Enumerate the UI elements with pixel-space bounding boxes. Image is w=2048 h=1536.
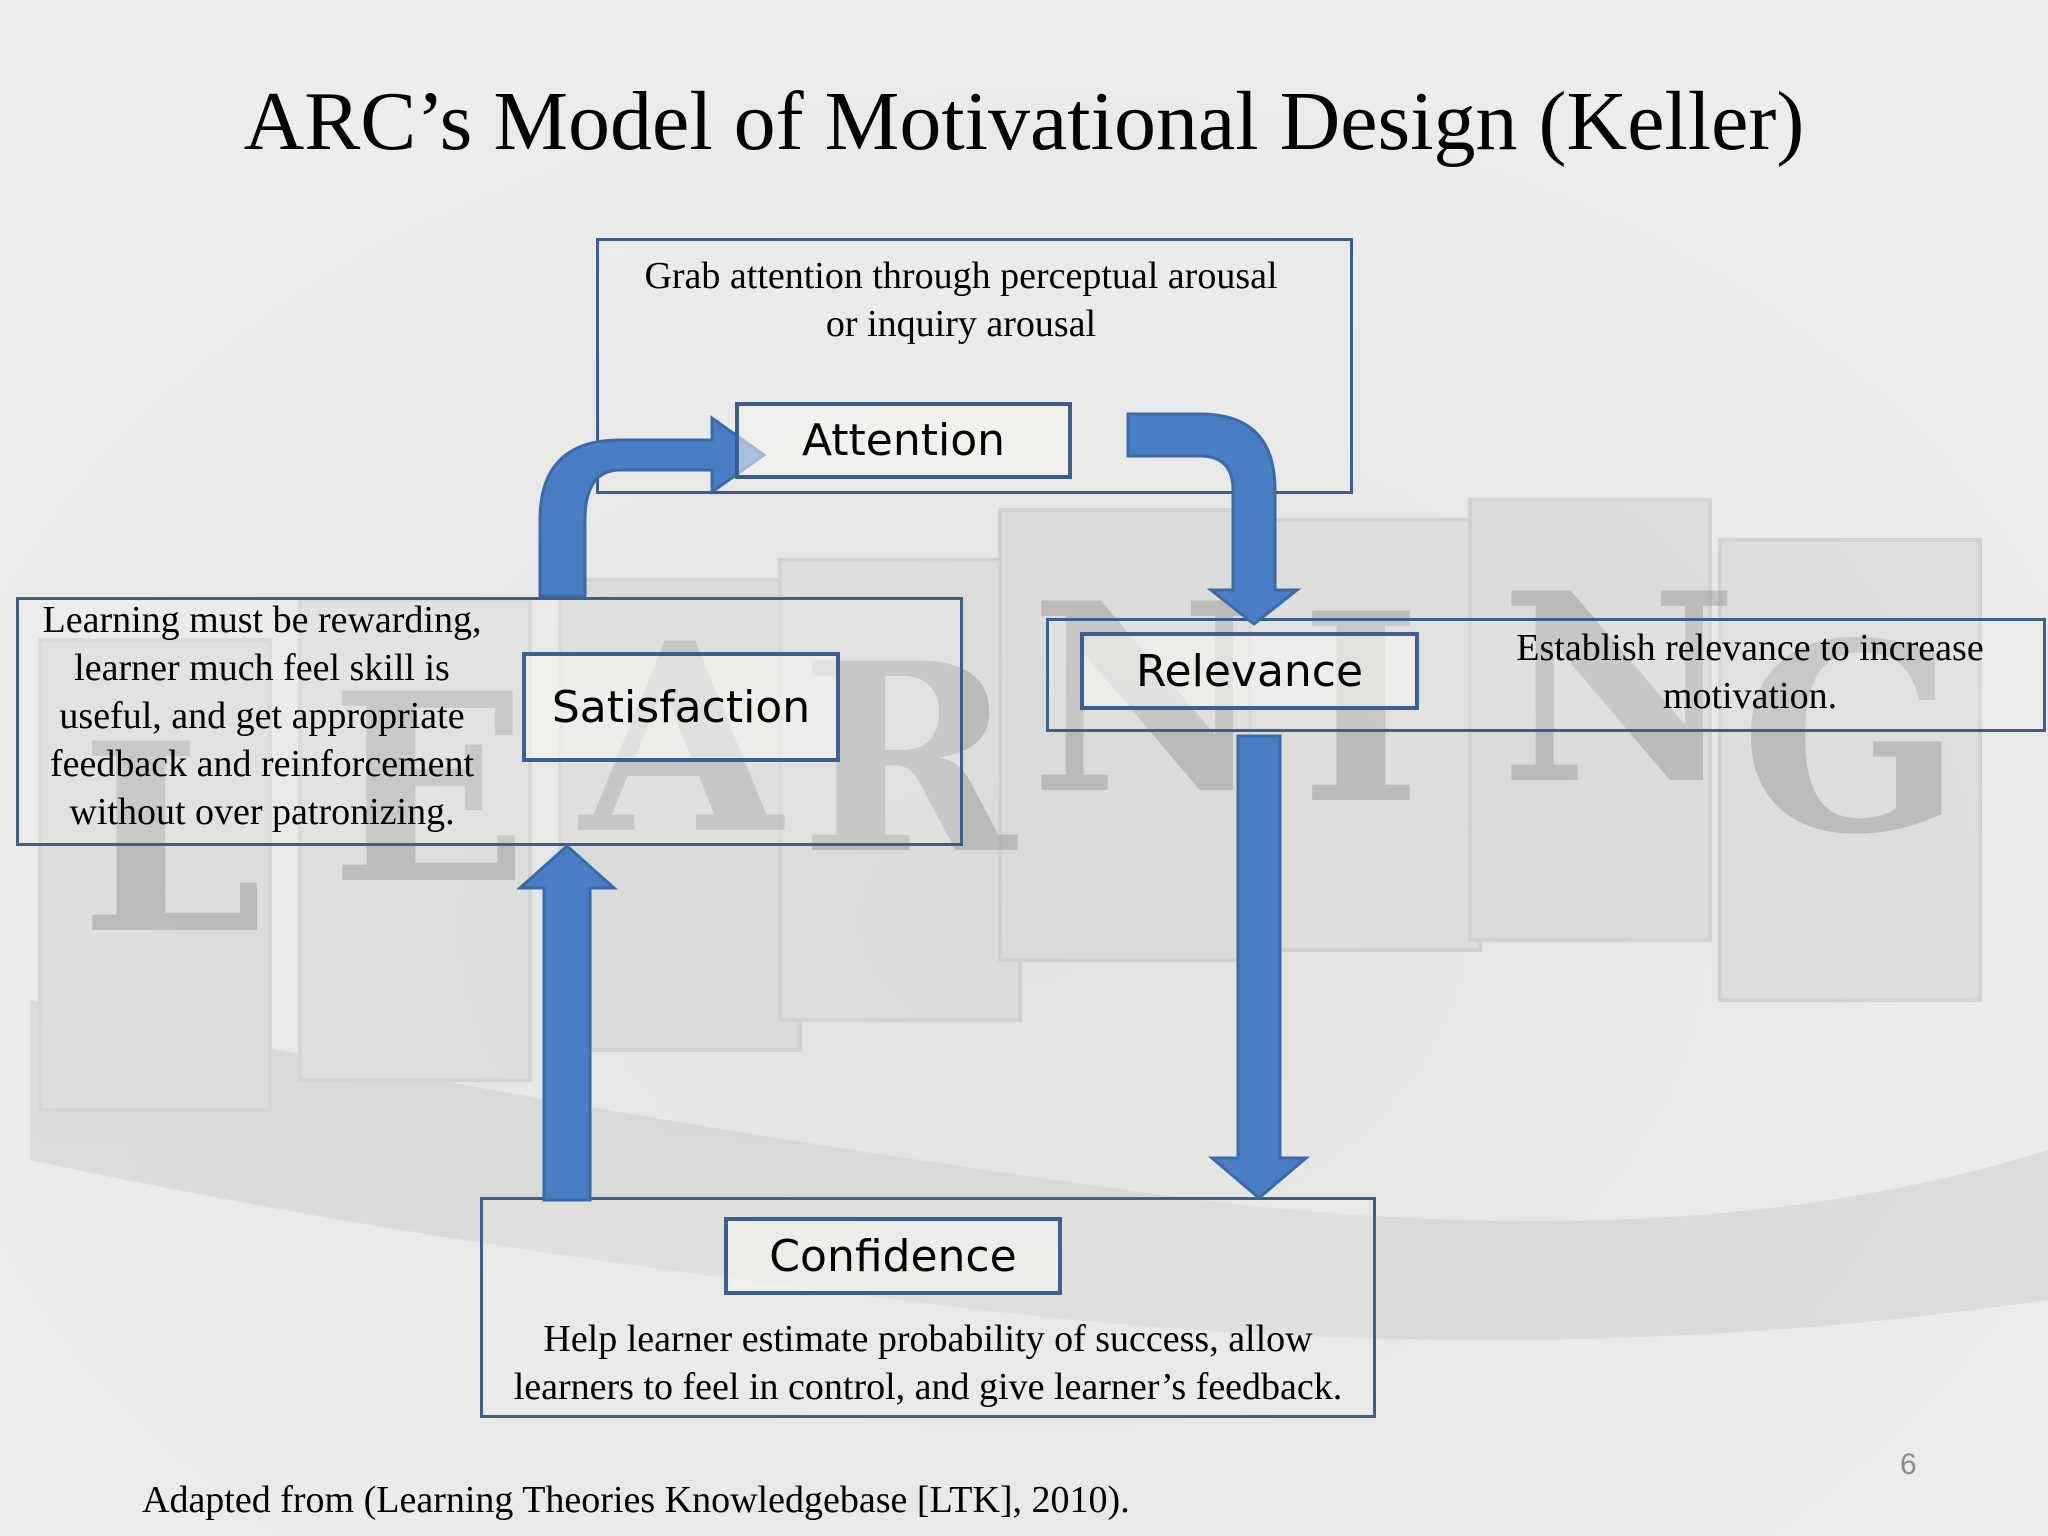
bg-letter-l: L	[80, 687, 263, 992]
arrow-relevance-to-confidence	[1207, 734, 1311, 1200]
satisfaction-description-line: feedback and reinforcement	[49, 743, 475, 785]
satisfaction-label: Satisfaction	[522, 652, 840, 762]
arrow-attention-to-relevance	[1126, 412, 1302, 626]
slide-title: ARC’s Model of Motivational Design (Kell…	[243, 75, 1805, 168]
confidence-label: Confidence	[724, 1217, 1062, 1295]
satisfaction-description-line: without over patronizing.	[69, 791, 455, 833]
confidence-description: Help learner estimate probability of suc…	[484, 1315, 1372, 1411]
relevance-description-line: Establish relevance to increase	[1516, 627, 1984, 669]
confidence-description-line: Help learner estimate probability of suc…	[543, 1318, 1313, 1360]
attention-description-line: Grab attention through perceptual arousa…	[644, 255, 1278, 297]
attention-label: Attention	[735, 402, 1072, 479]
satisfaction-description: Learning must be rewarding, learner much…	[22, 596, 502, 836]
attention-description-line: or inquiry arousal	[825, 303, 1097, 345]
satisfaction-description-line: Learning must be rewarding,	[42, 599, 482, 641]
bg-letter-g: G	[1740, 587, 1962, 892]
arrow-confidence-to-satisfaction	[516, 843, 618, 1202]
relevance-description: Establish relevance to increase motivati…	[1460, 624, 2040, 720]
satisfaction-description-line: learner much feel skill is	[74, 647, 450, 689]
page-number: 6	[1900, 1448, 1917, 1481]
satisfaction-description-line: useful, and get appropriate	[59, 695, 465, 737]
confidence-description-line: learners to feel in control, and give le…	[513, 1366, 1343, 1408]
attention-description: Grab attention through perceptual arousa…	[600, 252, 1322, 348]
relevance-label: Relevance	[1080, 632, 1419, 710]
relevance-description-line: motivation.	[1662, 675, 1838, 717]
bg-letter-n2: N	[1500, 537, 1738, 842]
bg-letter-e: E	[330, 637, 528, 942]
citation-footnote: Adapted from (Learning Theories Knowledg…	[142, 1479, 1130, 1521]
arrow-satisfaction-to-attention	[538, 415, 767, 598]
